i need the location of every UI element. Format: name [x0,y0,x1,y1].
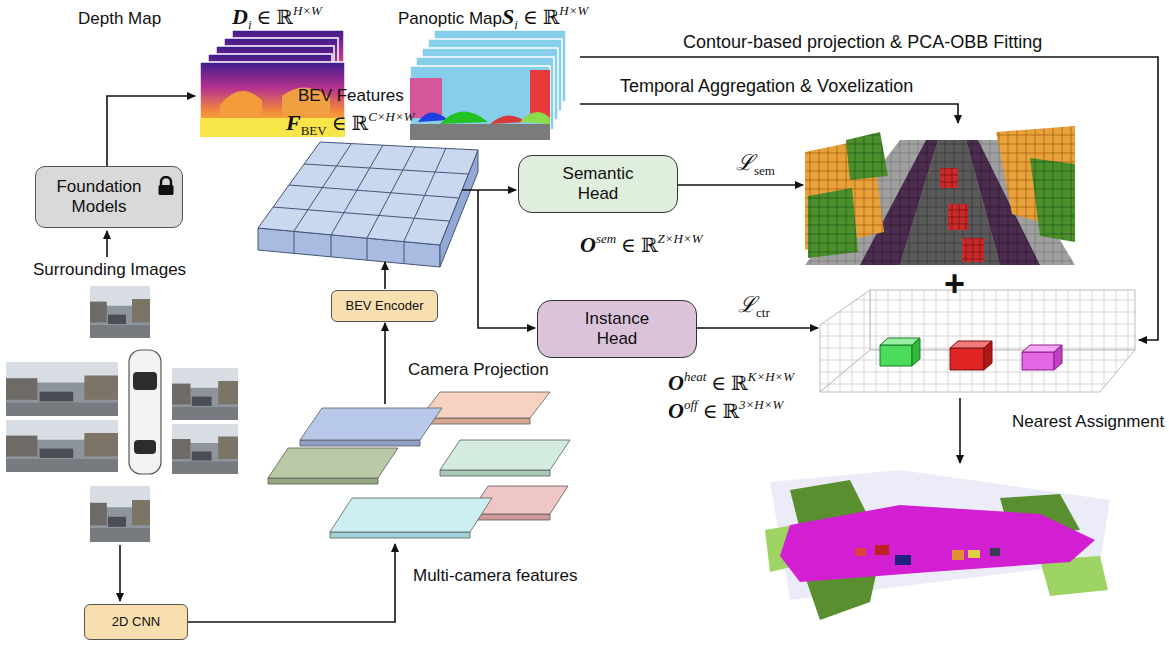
cnn-box: 2D CNN [84,604,188,640]
node-label: Foundation Models [49,177,149,218]
process-note: Nearest Assignment [1012,412,1164,432]
math-expression: FBEV ∈ ℝC×H×W [286,110,415,137]
voxelization-line [580,104,958,123]
bev-feature-grid [258,142,478,267]
math-symbol: heat [684,369,706,384]
math-symbol: ℒ [738,292,756,317]
math-symbol: off [684,397,698,412]
panoptic-occupancy-result [765,470,1110,620]
math-symbol: ∈ ℝ [711,372,747,394]
map-title: Panoptic Map [398,9,502,29]
math-symbol: ℒ [736,150,754,175]
math-symbol: ∈ ℝ [257,6,293,28]
process-note: Contour-based projection & PCA-OBB Fitti… [683,32,1042,54]
math-symbol: ctr [756,305,770,320]
depth-map-stack [200,30,345,137]
encoder-arrow [384,262,386,289]
math-symbol: sem [596,231,616,246]
node-label: Instance Head [567,309,667,350]
panoptic-map-stack [410,30,566,140]
math-symbol: O [668,370,684,395]
math-symbol: O [668,398,684,423]
map-title: Depth Map [78,9,161,29]
images-to-foundation-arrow [106,231,108,257]
math-symbol: ∈ ℝ [523,6,559,28]
math-expression: Ooff ∈ ℝ3×H×W [668,398,783,422]
assignment-arrow [959,398,961,463]
semantic-head-box: Semantic Head [518,155,678,213]
images-to-cnn-arrow [119,545,121,601]
input-title: Surrounding Images [33,260,186,280]
math-symbol: F [286,110,301,135]
process-note: Camera Projection [408,360,549,380]
to-semantic-arrow [462,189,516,191]
math-symbol: D [232,4,248,29]
math-expression: Osem ∈ ℝZ×H×W [580,232,703,256]
math-expression: Di ∈ ℝH×W [232,4,322,31]
foundation-model-box: Foundation Models [35,166,183,228]
math-expression: ℒsem [736,152,775,177]
instance-box-frame [820,290,1135,392]
encoder-box: BEV Encoder [331,290,438,322]
surrounding-camera-images [6,286,238,542]
math-symbol: Z×H×W [658,231,703,246]
math-symbol: ∈ ℝ [332,112,368,134]
math-symbol: BEV [301,123,327,138]
node-label: 2D CNN [112,614,160,630]
feature-title: BEV Features [298,86,404,106]
node-label: BEV Encoder [345,298,423,314]
node-label: Semantic Head [548,164,648,205]
feature-title: Multi-camera features [413,566,577,586]
math-symbol: i [248,17,252,32]
math-symbol: H×W [293,3,322,18]
multi-camera-feature-planes [268,392,570,538]
math-symbol: sem [754,163,775,178]
process-note: Temporal Aggregation & Voxelization [620,76,913,98]
instance-head-box: Instance Head [537,300,697,358]
math-symbol: O [580,232,596,257]
plus-sign: + [944,262,965,305]
foundation-output-arrow [107,96,195,166]
math-symbol: K×H×W [748,369,794,384]
instance-output-arrow [697,327,818,329]
math-symbol: S [502,4,514,29]
math-expression: ℒctr [738,294,770,319]
camera-projection-arrow [384,323,386,404]
cnn-to-features-arrow [188,544,395,622]
math-symbol: i [514,17,518,32]
math-symbol: ∈ ℝ [703,400,739,422]
math-symbol: C×H×W [368,109,414,124]
semantic-output-arrow [678,184,803,186]
math-expression: Oheat ∈ ℝK×H×W [668,370,794,394]
math-symbol: 3×H×W [739,397,783,412]
math-symbol: ∈ ℝ [621,234,657,256]
lock-icon [157,176,175,196]
math-expression: Si ∈ ℝH×W [502,4,588,31]
semantic-voxel-map [805,126,1075,265]
math-symbol: H×W [559,3,588,18]
